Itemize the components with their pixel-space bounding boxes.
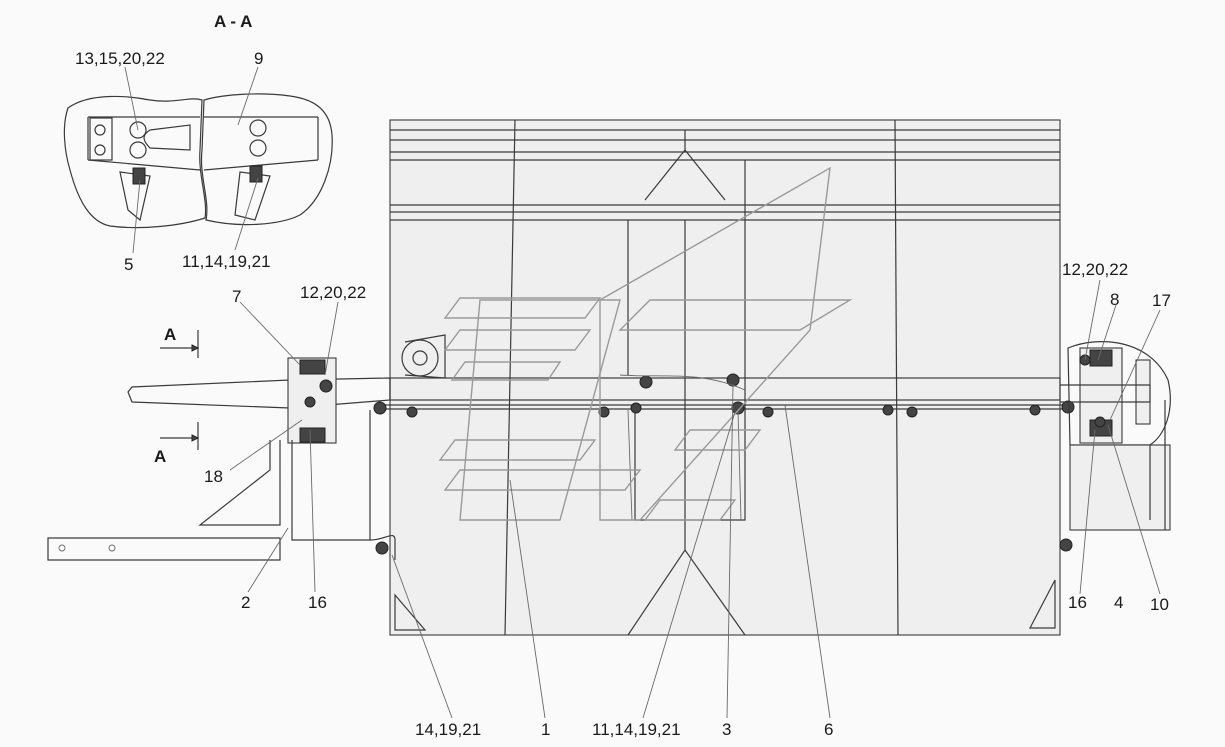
hanger-rods: [627, 409, 742, 521]
lever-pin: [412, 350, 428, 366]
support-hook: [369, 535, 396, 560]
callout-3: 3: [722, 720, 731, 739]
bottom-notch: [627, 548, 746, 636]
bolt-icon: [129, 121, 147, 139]
section-slot: [143, 124, 191, 151]
section-marker-bottom: A: [154, 447, 166, 466]
top-truss: [644, 130, 726, 201]
left-shaft-assembly: A A: [47, 325, 396, 561]
callout-7: 7: [232, 287, 241, 306]
callout-13-15-20-22: 13,15,20,22: [75, 49, 165, 68]
callout-1: 1: [541, 720, 550, 739]
right-shaft-stub: [1060, 384, 1151, 403]
callout-9: 9: [254, 49, 263, 68]
callout-10: 10: [1150, 595, 1169, 614]
callout-16-right: 16: [1068, 593, 1087, 612]
callout-17: 17: [1152, 291, 1171, 310]
callout-12-20-22-right: 12,20,22: [1062, 260, 1128, 279]
callout-12-20-22-left: 12,20,22: [300, 283, 366, 302]
right-bearing-top: [1089, 349, 1113, 367]
section-block: [89, 117, 113, 161]
corner-gusset-left: [394, 593, 427, 631]
section-a-a-inset: A - A: [63, 12, 333, 229]
plate-bolts: [373, 373, 1075, 555]
right-guard: [1069, 444, 1171, 531]
section-break-outline-right: [200, 93, 333, 226]
nut-icon: [249, 165, 263, 183]
callout-5: 5: [124, 255, 133, 274]
bolt-icon: [249, 119, 267, 137]
bolt-icon: [249, 139, 267, 157]
section-marker-top: A: [164, 325, 176, 344]
callout-16-left: 16: [308, 593, 327, 612]
leader-lines: [124, 66, 1161, 719]
nut-icon: [132, 167, 146, 185]
section-title: A - A: [214, 12, 252, 31]
right-cover-outline: [1067, 341, 1171, 446]
shaft-plate: [380, 404, 1070, 410]
mount-bracket: [198, 440, 281, 526]
cable: [619, 374, 746, 391]
callout-18: 18: [204, 467, 223, 486]
mount-arm: [47, 537, 281, 561]
callout-labels: 13,15,20,22 9 5 11,14,19,21 7 12,20,22 1…: [75, 49, 1171, 739]
top-rail-lines: [390, 129, 1060, 161]
bearing-top: [299, 359, 326, 375]
section-plate: [87, 116, 319, 171]
callout-4: 4: [1114, 593, 1123, 612]
bolt-icon: [129, 141, 147, 159]
watermark-logo: [438, 166, 853, 521]
corner-gusset-right: [1029, 579, 1056, 629]
lever-arm: [404, 334, 446, 379]
section-break-outline-left: [63, 95, 207, 229]
main-assembly: [373, 119, 1075, 636]
callout-11-14-19-21-top: 11,14,19,21: [182, 252, 271, 271]
callout-11-14-19-21-bottom: 11,14,19,21: [592, 720, 681, 739]
drive-shaft: [127, 377, 391, 409]
callout-2: 2: [241, 593, 250, 612]
support-column: [291, 410, 371, 541]
callout-8: 8: [1110, 290, 1119, 309]
right-shaft-assembly: [1060, 341, 1171, 531]
callout-14-19-21: 14,19,21: [415, 720, 481, 739]
callout-6: 6: [824, 720, 833, 739]
bearing-bottom: [299, 427, 326, 443]
right-guard-lines: [1149, 400, 1166, 530]
end-flange: [1135, 359, 1151, 425]
middle-rail-lines: [390, 204, 1060, 221]
